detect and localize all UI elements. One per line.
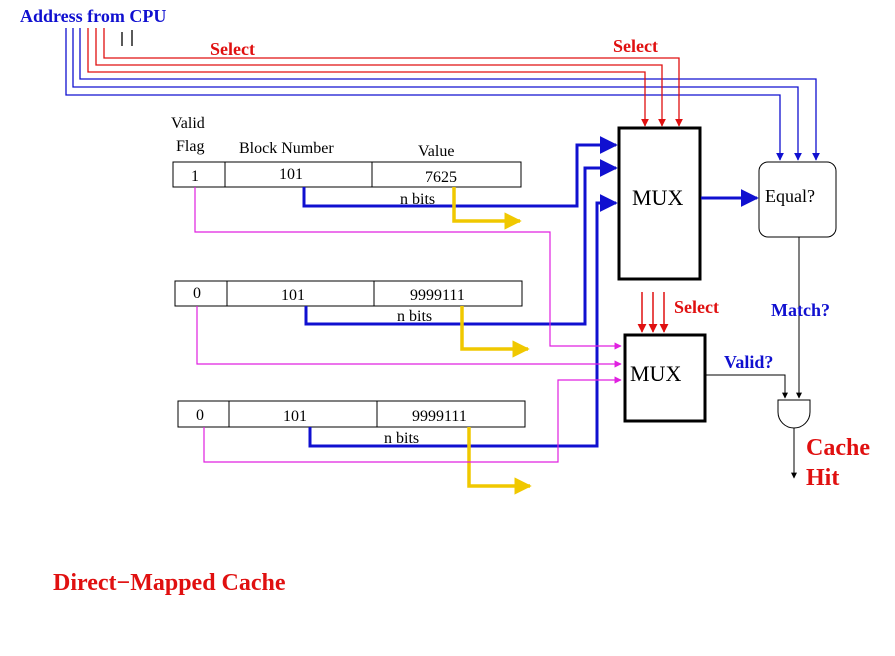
row-3-block: 101 (283, 408, 307, 425)
row-1-block: 101 (279, 166, 303, 183)
select-arrows-bottom (637, 292, 669, 333)
valid-q-label: Valid? (724, 352, 773, 372)
cache-row-1: 1 101 7625 n bits (172, 161, 522, 208)
block-number-header: Block Number (239, 140, 334, 157)
mux-bottom-label: MUX (630, 361, 681, 386)
row-2-value: 9999111 (410, 287, 465, 304)
value-header: Value (418, 143, 454, 160)
output-wires (705, 237, 802, 479)
mux-top-label: MUX (632, 185, 683, 210)
row-1-n-bits: n bits (400, 191, 435, 208)
mux-top: MUX (617, 126, 702, 281)
row-3-flag: 0 (196, 407, 204, 424)
row-3-value: 9999111 (412, 408, 467, 425)
valid-flag-wires (194, 187, 622, 463)
value-output-wires (452, 187, 532, 495)
diagram-title: Direct−Mapped Cache (53, 570, 286, 596)
flag-header: Flag (176, 138, 204, 155)
equal-label: Equal? (765, 186, 815, 206)
row-2-flag: 0 (193, 285, 201, 302)
select-label-1: Select (210, 39, 255, 59)
cache-row-2: 0 101 9999111 n bits (174, 280, 523, 325)
row-2-block: 101 (281, 287, 305, 304)
equal-comparator: Equal? (758, 161, 837, 238)
select-label-3: Select (674, 297, 719, 317)
match-label: Match? (771, 300, 830, 320)
and-gate (777, 399, 811, 429)
valid-header: Valid (171, 115, 205, 132)
mux-bottom: MUX (623, 333, 707, 423)
cache-row-3: 0 101 9999111 n bits (177, 400, 526, 447)
row-1-value: 7625 (425, 169, 457, 186)
address-bus (65, 28, 820, 161)
hit-label: Hit (806, 465, 839, 491)
address-label: Address from CPU (20, 6, 166, 26)
cache-label: Cache (806, 435, 870, 461)
row-3-n-bits: n bits (384, 430, 419, 447)
row-1-flag: 1 (191, 168, 199, 185)
row-2-n-bits: n bits (397, 308, 432, 325)
block-number-wires (302, 136, 618, 448)
select-label-2: Select (613, 36, 658, 56)
